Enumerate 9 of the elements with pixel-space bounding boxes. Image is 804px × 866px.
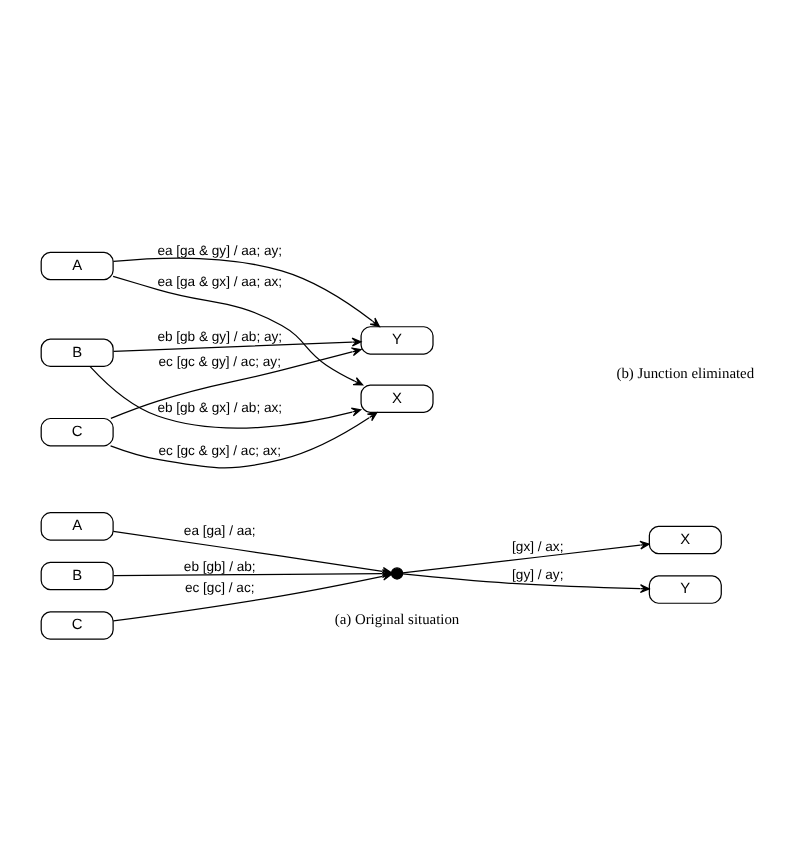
arrow bbox=[112, 336, 362, 352]
arrow bbox=[109, 410, 378, 468]
arrow bbox=[112, 256, 380, 327]
arrow bbox=[402, 572, 650, 593]
node-circle bbox=[390, 566, 404, 579]
arrow bbox=[110, 346, 362, 418]
arrow bbox=[89, 365, 362, 428]
arrow bbox=[402, 539, 650, 573]
arrow bbox=[112, 274, 364, 385]
